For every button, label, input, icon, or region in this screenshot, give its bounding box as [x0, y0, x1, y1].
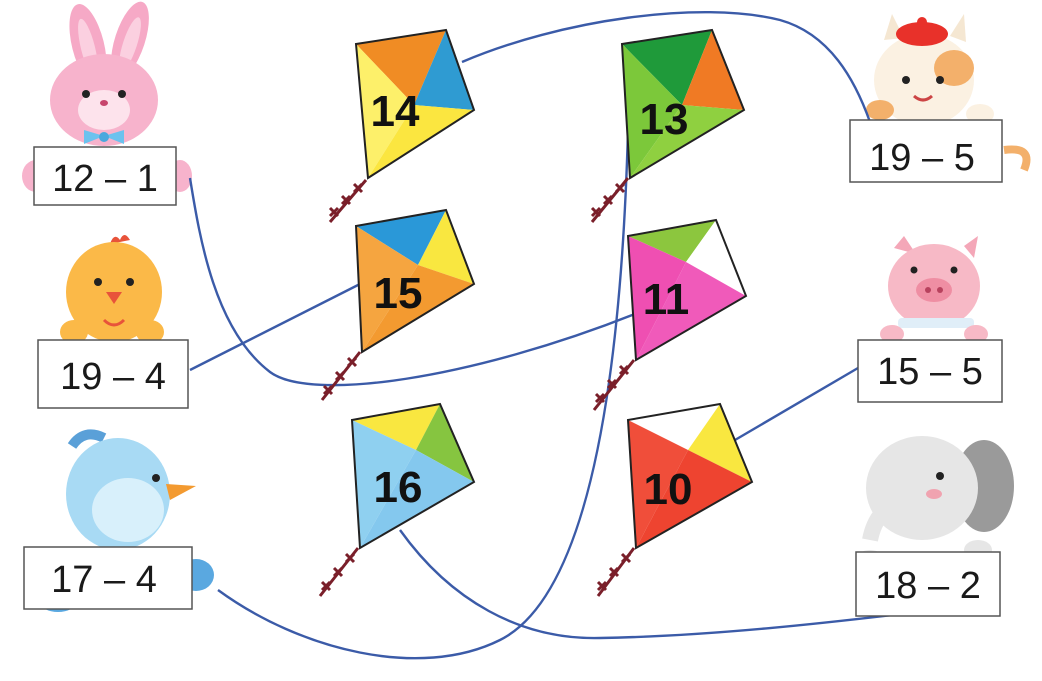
card-bird: 17 – 4 [23, 546, 193, 610]
connection-elephant-to-16 [399, 529, 919, 640]
kite-14-piece-1 [356, 30, 446, 105]
kite-15-piece-4 [362, 265, 474, 352]
card-bird-label: 17 – 4 [51, 559, 157, 601]
kite-13-number: 13 [640, 95, 689, 144]
kite-15-tail [320, 351, 362, 401]
kite-16-piece-3 [352, 420, 416, 548]
kite-14: 14 [354, 28, 476, 180]
card-pig-label: 15 – 5 [877, 351, 983, 393]
connection-cat-to-14 [461, 10, 872, 123]
kite-11-piece-3 [628, 236, 686, 360]
kite-15-piece-3 [356, 226, 418, 352]
connection-rabbit-to-11 [188, 177, 641, 387]
kite-16: 16 [350, 402, 476, 550]
kite-13-piece-4 [630, 105, 744, 178]
kite-10-tail [596, 547, 636, 597]
kite-10-piece-2 [688, 404, 752, 482]
kite-11-piece-2 [686, 220, 746, 296]
kite-13-tail [590, 177, 630, 223]
card-pig: 15 – 5 [857, 339, 1003, 403]
connection-chick-to-15 [189, 282, 361, 372]
kite-15-piece-1 [356, 210, 446, 265]
kite-10-piece-1 [628, 404, 720, 450]
kite-10-piece-4 [636, 450, 752, 548]
kite-14-piece-3 [356, 44, 414, 178]
kite-14-piece-4 [368, 105, 474, 178]
card-chick-label: 19 – 4 [60, 356, 166, 398]
connection-pig-to-10 [734, 366, 859, 442]
cat-icon [866, 14, 1031, 172]
card-cat: 19 – 5 [849, 119, 1003, 183]
kite-14-piece-2 [414, 30, 474, 110]
card-rabbit: 12 – 1 [33, 146, 177, 206]
kite-16-piece-2 [416, 404, 474, 482]
kite-16-piece-4 [360, 450, 474, 548]
card-elephant: 18 – 2 [855, 551, 1001, 617]
pig-icon [880, 236, 988, 343]
connection-bird-to-13 [217, 129, 630, 660]
card-cat-label: 19 – 5 [869, 137, 975, 179]
kite-11-number: 11 [643, 275, 690, 324]
card-rabbit-label: 12 – 1 [52, 158, 158, 200]
kite-16-tail [318, 547, 360, 597]
kite-11-piece-4 [636, 262, 746, 360]
kite-10-piece-3 [628, 420, 688, 548]
chick-icon [60, 235, 164, 344]
kite-10: 10 [626, 402, 754, 550]
card-chick: 19 – 4 [37, 339, 189, 409]
kite-16-number: 16 [374, 463, 423, 512]
kite-14-tail [328, 179, 368, 223]
kite-11: 11 [626, 218, 748, 362]
kite-15-piece-2 [418, 210, 474, 284]
kite-16-piece-1 [352, 404, 440, 450]
kite-15-number: 15 [374, 269, 423, 318]
elephant-icon [856, 436, 1014, 570]
kite-11-tail [592, 359, 636, 411]
kite-10-number: 10 [644, 465, 693, 514]
kite-13: 13 [620, 28, 746, 180]
kite-11-piece-1 [628, 220, 716, 262]
kite-15: 15 [354, 208, 476, 354]
kite-13-piece-3 [622, 44, 682, 178]
kite-14-number: 14 [371, 87, 420, 136]
card-elephant-label: 18 – 2 [875, 565, 981, 607]
kite-13-piece-2 [682, 30, 744, 110]
